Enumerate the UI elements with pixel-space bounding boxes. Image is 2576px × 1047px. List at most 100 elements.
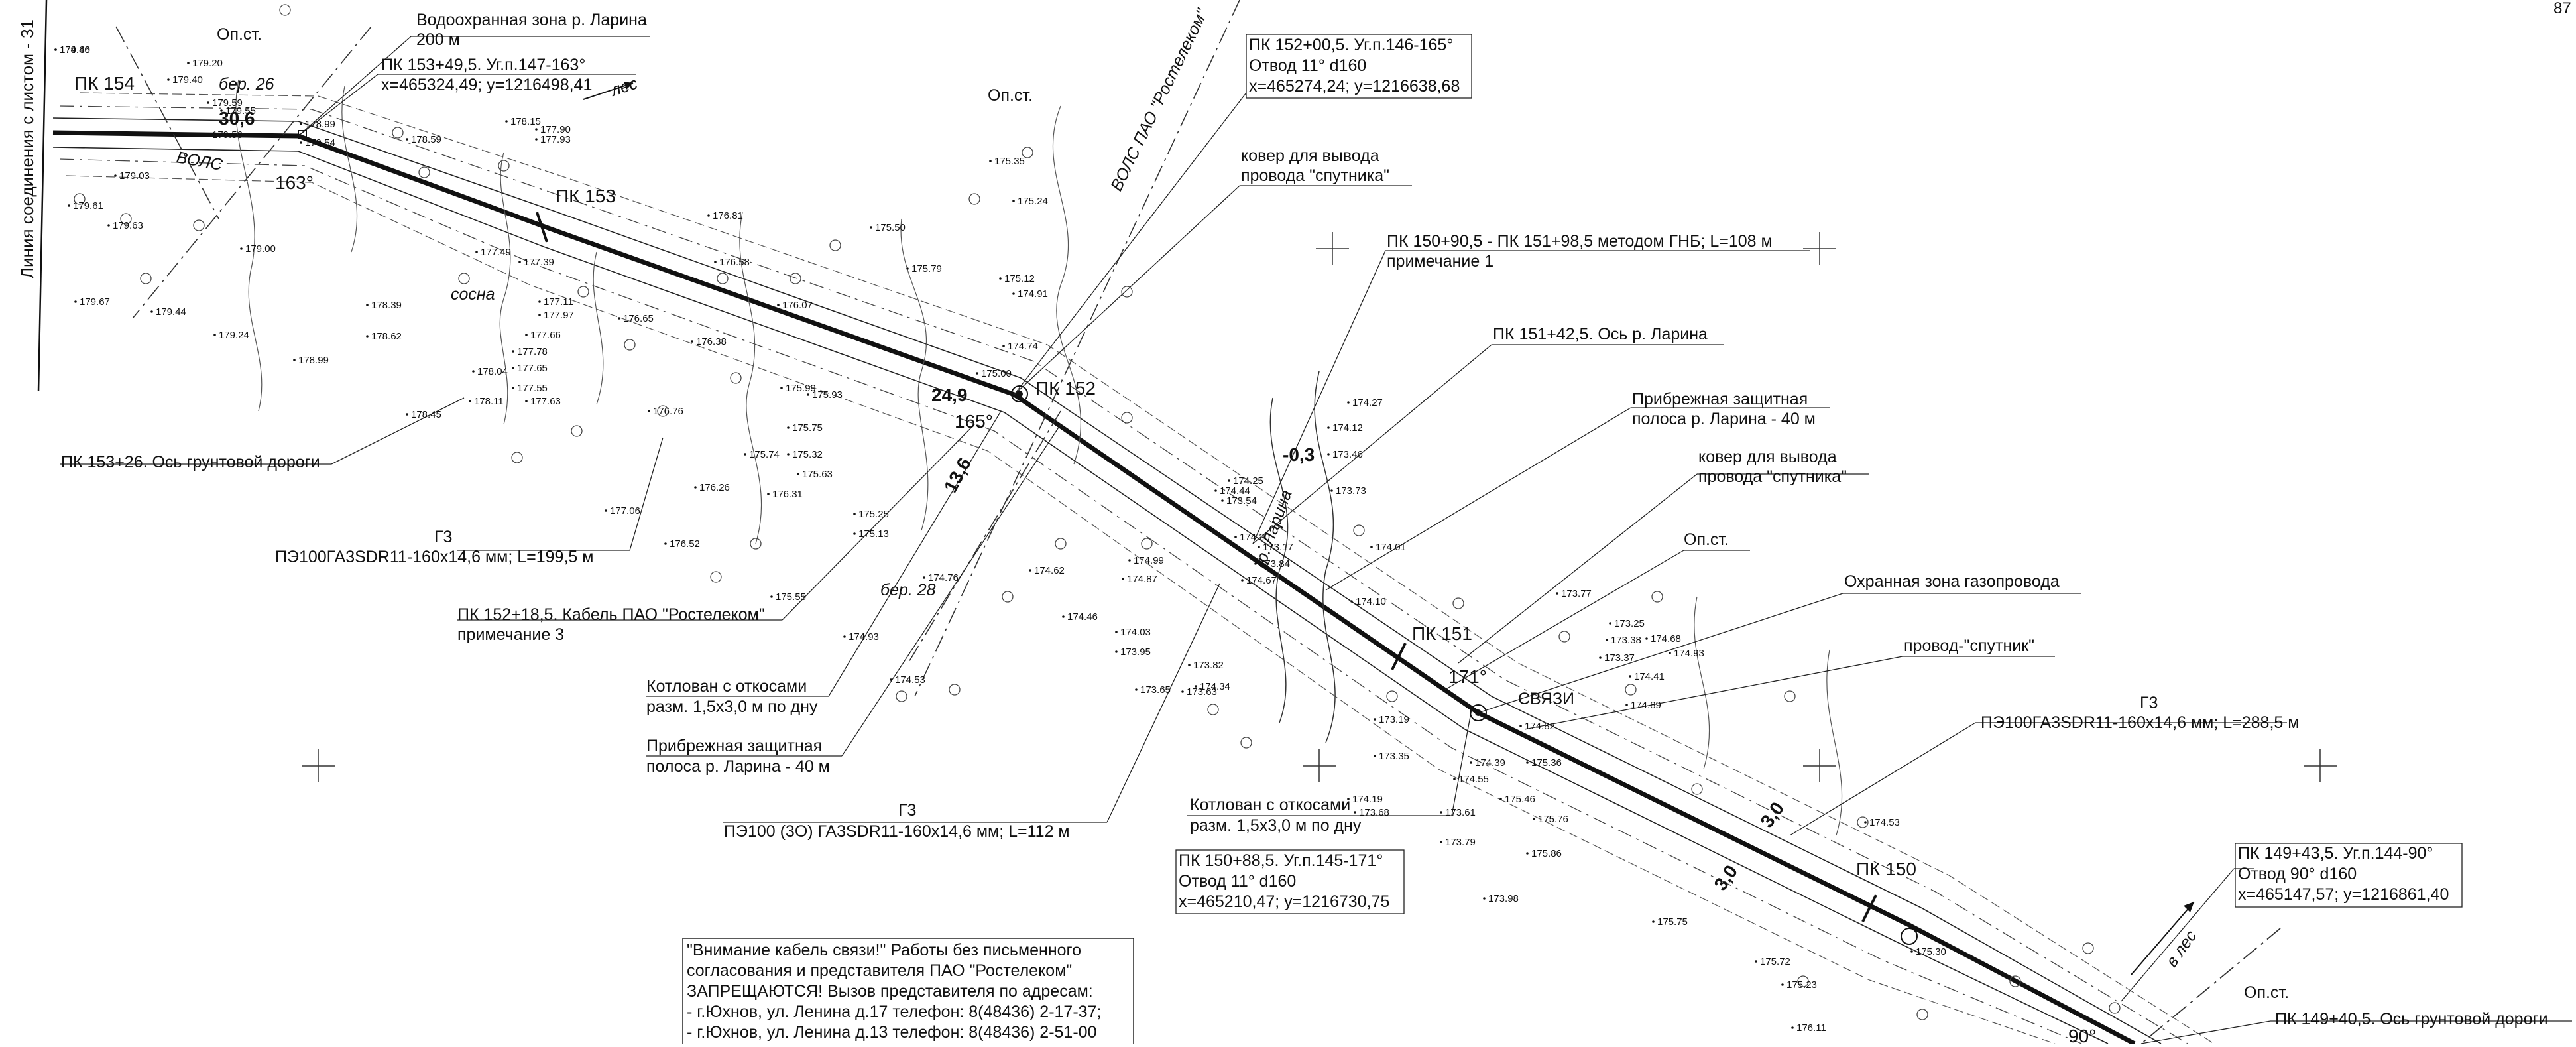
spot-elevation-label: 173.63 [1187, 686, 1217, 698]
spot-elevation-label: 175.76 [1538, 814, 1568, 825]
spot-elevation-dot [538, 314, 541, 316]
spot-elevation-dot [54, 48, 57, 51]
spot-elevation-label: 173.79 [1445, 837, 1476, 848]
spot-elevation-label: 174.89 [1631, 700, 1661, 711]
dirt-road-line [132, 26, 372, 319]
shore-strip-right-line1: Прибрежная защитная [1632, 390, 1808, 408]
sputnik-wire-line [79, 92, 2215, 1044]
distance-minus-0-3: -0,3 [1283, 444, 1315, 465]
g3-left-line2: ПЭ100ГА3SDR11-160х14,6 мм; L=199,5 м [275, 548, 593, 566]
spot-elevation-dot [1062, 615, 1065, 618]
spot-elevation-dot [605, 509, 607, 512]
spot-elevation-dot [797, 473, 799, 475]
vols-label-left: ВОЛС [175, 148, 225, 174]
carpet-2-line1: ковер для вывода [1698, 448, 1837, 466]
spot-elevation-dot [890, 678, 892, 681]
spot-elevation-label: 173.46 [1332, 449, 1363, 460]
spot-elevation-dot [714, 261, 717, 263]
op-st-label-3: Оп.ст. [1684, 530, 1729, 549]
spot-elevation-dot [1002, 345, 1005, 347]
spot-elevation-dot [1910, 950, 1913, 953]
spot-elevation-label: 176.58 [719, 257, 750, 268]
spot-elevation-dot [807, 393, 809, 396]
spot-elevation-dot [107, 224, 110, 227]
spot-elevation-label: 173.54 [1226, 495, 1257, 507]
spot-elevation-dot [1195, 685, 1197, 688]
spot-elevation-dot [1533, 818, 1535, 820]
shore-strip-left-line1: Прибрежная защитная [646, 737, 822, 755]
spot-elevation-dot [664, 542, 667, 545]
spot-elevation-dot [187, 62, 190, 64]
spot-elevation-label: 174.55 [1458, 774, 1489, 785]
spot-elevation-label: 176.26 [699, 482, 730, 493]
op-st-label-4: Оп.ст. [2244, 983, 2289, 1002]
pk153-49-line2: x=465324,49; y=1216498,41 [381, 76, 592, 94]
spot-elevation-dot [1122, 578, 1124, 580]
spot-elevation-label: 173.38 [1611, 635, 1641, 646]
pit-left-line1: Котлован с откосами [646, 677, 807, 696]
spot-elevation-label: 174.27 [1352, 397, 1383, 408]
spot-elevation-dot [906, 267, 909, 270]
spot-elevation-dot [207, 101, 209, 104]
spot-elevation-dot [406, 413, 408, 416]
vols-label: ВОЛС ПАО "Ростелеком" [1107, 5, 1212, 194]
spot-elevation-label: 176.07 [782, 300, 813, 311]
spot-elevation-label: 173.25 [1614, 618, 1645, 629]
gas-zone-label: Охранная зона газопровода [1844, 572, 2060, 591]
notice-line-4: - г.Юхнов, ул. Ленина д.17 телефон: 8(48… [687, 1003, 1101, 1021]
g3-right-line1: Г3 [2140, 694, 2158, 712]
g3-bottom-line1: Г3 [898, 801, 916, 820]
spot-elevation-dot [1453, 778, 1456, 780]
spot-elevation-label: 178.99 [305, 119, 335, 130]
spot-elevation-label: 174.12 [1332, 422, 1363, 434]
spot-elevation-dot [525, 334, 528, 336]
pit-right-line2: разм. 1,5х3,0 м по дну [1190, 816, 1362, 835]
spot-elevation-dot [538, 300, 541, 303]
spot-elevation-label: 175.36 [1531, 757, 1562, 769]
distance-3-0-b: 3,0 [1710, 861, 1742, 894]
pit-left-line2: разм. 1,5х3,0 м по дну [646, 698, 818, 716]
security-zone-line-lower [59, 158, 2082, 1044]
spot-elevation-label: 179.55 [225, 105, 256, 117]
carpet-2-line2: провода "спутника" [1698, 467, 1847, 486]
vols-cable-line [66, 175, 2056, 1044]
cable-152-line1: ПК 152+18,5. Кабель ПАО "Ростелеком" [457, 605, 765, 624]
spot-elevation-dot [1350, 600, 1353, 603]
spot-elevation-label: 179.03 [119, 170, 150, 182]
spot-elevation-label: 177.90 [540, 124, 571, 135]
spot-elevation-dot [1241, 579, 1244, 582]
spot-elevation-dot [1526, 761, 1529, 764]
spot-elevation-dot [1135, 688, 1138, 691]
spot-elevation-dot [1188, 664, 1191, 666]
spot-elevation-dot [1864, 821, 1867, 824]
spot-elevation-label: 173.82 [1193, 660, 1224, 671]
spot-elevation-dot [1214, 489, 1217, 492]
spot-elevation-label: 178.99 [298, 355, 329, 366]
spot-elevations: 179.66179.20179.40179.59179.55179.56178.… [54, 44, 1946, 1034]
spot-elevation-dot [535, 138, 538, 141]
spot-elevation-dot [213, 334, 216, 336]
pk-153-label: ПК 153 [556, 186, 616, 206]
spot-elevation-label: 175.23 [1786, 979, 1817, 991]
pk149-43-line2: Отвод 90° d160 [2238, 865, 2357, 883]
angle-165-label: 165° [955, 411, 993, 432]
spot-elevation-label: 177.06 [610, 505, 640, 517]
spot-elevation-label: 177.78 [517, 346, 548, 357]
vols-rostelecom-line [914, 0, 1240, 697]
distance-30-6: 30,6 [219, 108, 255, 129]
spot-elevation-dot [923, 576, 925, 579]
water-zone-line-left [115, 26, 219, 219]
spot-elevation-dot [1526, 852, 1529, 855]
spot-elevation-dot [1370, 546, 1373, 548]
spot-elevation-label: 174.99 [1134, 555, 1164, 566]
spot-elevation-label: 174.44 [1220, 485, 1250, 497]
pk149-43-line1: ПК 149+43,5. Уг.п.144-90° [2238, 844, 2433, 863]
pine-label: сосна [451, 285, 495, 304]
spot-elevation-dot [1354, 811, 1356, 814]
spot-elevation-dot [1181, 690, 1184, 693]
pk152-00-line3: x=465274,24; y=1216638,68 [1249, 77, 1460, 95]
spot-elevation-label: 175.12 [1004, 273, 1035, 284]
tree-markers [74, 4, 2121, 1020]
